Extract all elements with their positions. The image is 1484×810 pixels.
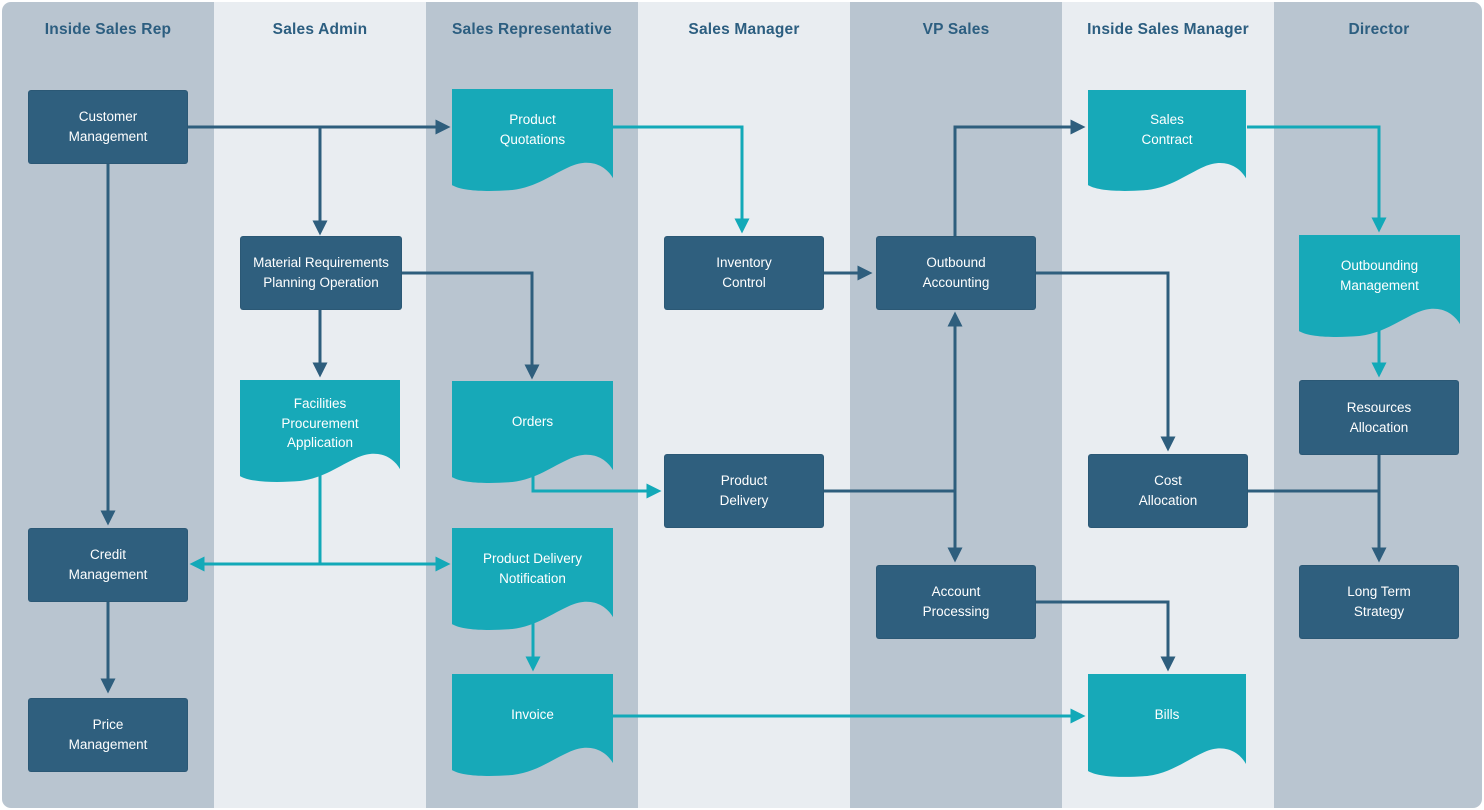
node-label: Bills xyxy=(1154,707,1180,723)
lane-header: Inside Sales Manager xyxy=(1087,21,1249,38)
node-product-quotations[interactable]: Product Quotations xyxy=(452,89,613,192)
node-label: Inventory Control xyxy=(716,255,772,290)
document-shape xyxy=(1299,235,1460,337)
node-outbounding-management[interactable]: Outbounding Management xyxy=(1299,235,1460,338)
node-label: Sales Contract xyxy=(1141,112,1193,147)
node-product-delivery[interactable]: Product Delivery xyxy=(664,454,824,528)
node-cost-allocation[interactable]: Cost Allocation xyxy=(1088,454,1248,528)
node-label: Customer Management xyxy=(68,109,148,144)
node-label: Long Term Strategy xyxy=(1347,584,1411,619)
node-product-delivery-notification[interactable]: Product Delivery Notification xyxy=(452,528,613,631)
document-shape xyxy=(452,89,613,191)
lane-header: VP Sales xyxy=(922,21,990,38)
node-label: Product Delivery xyxy=(719,473,769,508)
node-outbound-accounting[interactable]: Outbound Accounting xyxy=(876,236,1036,310)
node-facilities-procurement-application[interactable]: Facilities Procurement Application xyxy=(240,380,400,483)
node-long-term-strategy[interactable]: Long Term Strategy xyxy=(1299,565,1459,639)
node-price-management[interactable]: Price Management xyxy=(28,698,188,772)
lane-header: Sales Representative xyxy=(452,21,612,38)
node-label: Invoice xyxy=(511,706,554,722)
document-shape xyxy=(1088,90,1246,191)
node-label: Outbound Accounting xyxy=(922,255,990,290)
node-bills[interactable]: Bills xyxy=(1088,674,1246,778)
lane-header: Inside Sales Rep xyxy=(44,21,172,38)
document-shape xyxy=(452,381,613,483)
node-label: Product Quotations xyxy=(499,111,566,147)
node-label: Material Requirements Planning Operation xyxy=(253,255,389,290)
node-invoice[interactable]: Invoice xyxy=(452,674,613,777)
node-mrp-operation[interactable]: Material Requirements Planning Operation xyxy=(240,236,402,310)
lane-vp-sales: VP Sales xyxy=(850,2,1062,808)
node-inventory-control[interactable]: Inventory Control xyxy=(664,236,824,310)
node-label: Orders xyxy=(511,413,554,429)
document-shape xyxy=(452,528,613,630)
node-account-processing[interactable]: Account Processing xyxy=(876,565,1036,639)
node-label: Account Processing xyxy=(922,584,990,619)
node-label: Resources Allocation xyxy=(1346,399,1412,435)
document-shape xyxy=(1088,674,1246,777)
document-shape xyxy=(240,380,400,482)
lane-header: Director xyxy=(1348,21,1410,38)
node-sales-contract[interactable]: Sales Contract xyxy=(1088,90,1246,192)
lane-sales-manager: Sales Manager xyxy=(638,2,850,808)
node-label: Product Delivery Notification xyxy=(482,550,583,586)
node-orders[interactable]: Orders xyxy=(452,381,613,484)
node-customer-management[interactable]: Customer Management xyxy=(28,90,188,164)
node-label: Price Management xyxy=(68,717,148,752)
document-shape xyxy=(452,674,613,776)
node-label: Credit Management xyxy=(68,547,148,582)
lane-header: Sales Manager xyxy=(688,21,800,38)
node-label: Facilities Procurement Application xyxy=(281,396,359,451)
node-label: Cost Allocation xyxy=(1138,473,1198,508)
node-label: Outbounding Management xyxy=(1340,257,1419,293)
lane-header: Sales Admin xyxy=(272,21,368,38)
node-credit-management[interactable]: Credit Management xyxy=(28,528,188,602)
node-resources-allocation[interactable]: Resources Allocation xyxy=(1299,380,1459,455)
